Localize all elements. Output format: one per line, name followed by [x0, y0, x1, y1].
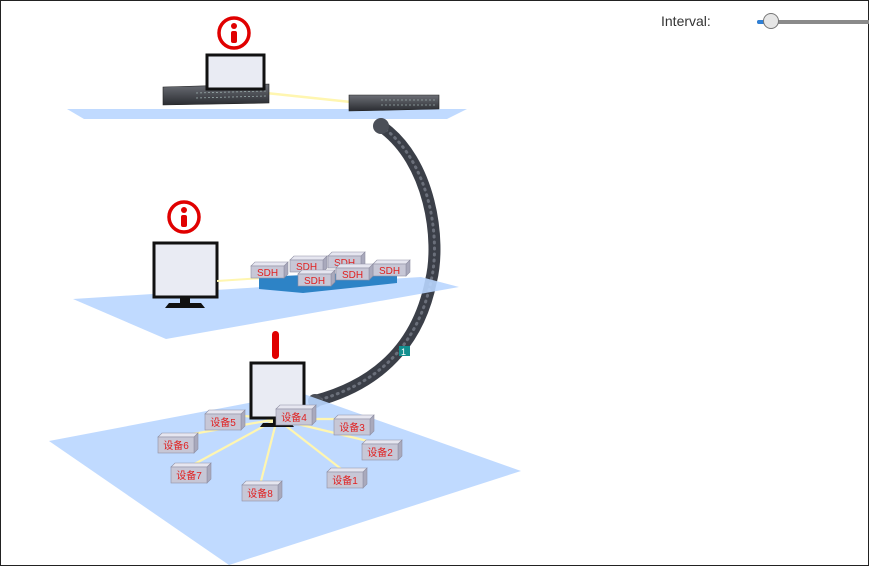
device-6[interactable]: 设备6 — [157, 432, 199, 454]
device-label: 设备1 — [332, 474, 358, 487]
device-label: 设备4 — [281, 411, 307, 424]
sdh-device-6[interactable]: SDH — [335, 263, 374, 281]
device-label: SDH — [296, 262, 317, 273]
middle-link — [216, 277, 264, 282]
device-link — [258, 418, 279, 486]
interval-control: Interval: — [661, 11, 869, 33]
top-link — [265, 91, 352, 104]
cable-marker-icon[interactable] — [399, 346, 410, 356]
switch-icon[interactable] — [348, 94, 440, 112]
device-label: SDH — [334, 258, 355, 269]
device-8[interactable]: 设备8 — [241, 480, 283, 502]
sdh-device-5[interactable]: SDH — [297, 269, 336, 287]
device-label: SDH — [342, 270, 363, 281]
device-3[interactable]: 设备3 — [333, 414, 375, 436]
alert-exclamation-icon[interactable] — [272, 331, 279, 359]
monitor-icon[interactable] — [205, 53, 266, 91]
device-2[interactable]: 设备2 — [361, 439, 403, 461]
device-label: 设备7 — [176, 469, 202, 482]
device-5[interactable]: 设备5 — [204, 409, 246, 431]
device-label: 设备8 — [247, 487, 273, 500]
device-label: 设备6 — [163, 439, 189, 452]
info-alert-icon[interactable] — [217, 16, 251, 50]
interval-slider-thumb[interactable] — [762, 13, 779, 29]
device-label: SDH — [257, 268, 278, 279]
sdh-device-4[interactable]: SDH — [372, 259, 411, 277]
cable-end-top — [373, 118, 389, 134]
device-1[interactable]: 设备1 — [326, 467, 368, 489]
interval-label: Interval: — [661, 13, 711, 29]
top-layer-plane — [67, 109, 467, 119]
device-label: 设备2 — [367, 446, 393, 459]
device-link — [276, 418, 346, 473]
cable-marker-glyph: 1 — [401, 347, 406, 357]
device-4[interactable]: 设备4 — [275, 404, 317, 426]
middle-layer-plane — [73, 277, 459, 339]
monitor-icon[interactable] — [152, 241, 219, 308]
info-alert-icon[interactable] — [167, 200, 201, 234]
device-label: SDH — [304, 276, 325, 287]
device-label: 设备5 — [210, 416, 236, 429]
device-7[interactable]: 设备7 — [170, 462, 212, 484]
sdh-device-1[interactable]: SDH — [250, 261, 289, 279]
interval-slider[interactable] — [757, 13, 869, 29]
device-label: SDH — [379, 266, 400, 277]
device-label: 设备3 — [339, 421, 365, 434]
sdh-device-2[interactable]: SDH — [289, 255, 328, 273]
